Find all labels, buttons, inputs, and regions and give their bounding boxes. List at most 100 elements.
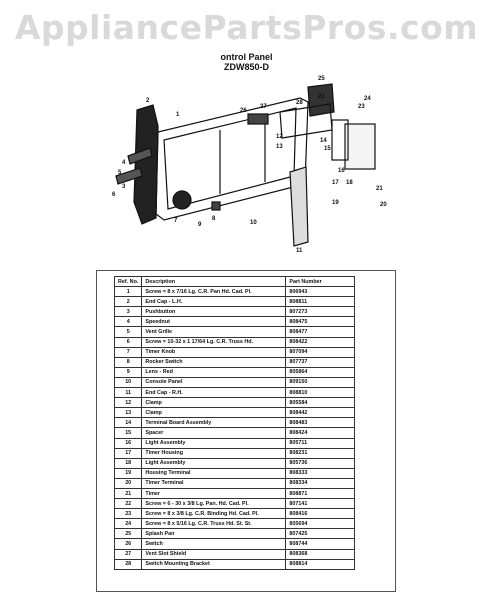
cell-part-number: 805694 (285, 518, 356, 530)
end-cap-right-shape (289, 166, 309, 247)
cell-ref-no: 1 (113, 286, 143, 298)
cell-description: Timer (141, 487, 287, 500)
cell-ref-no: 8 (113, 356, 143, 368)
cell-part-number: 808811 (285, 296, 356, 308)
cell-description: Screw = 8 x 7/16 Lg. C.R. Pan Hd. Cad. P… (141, 286, 287, 298)
callout-6: 6 (112, 192, 116, 198)
cell-part-number: 808744 (285, 538, 356, 550)
callout-12: 12 (276, 134, 283, 140)
end-cap-left-shape (133, 104, 159, 225)
cell-ref-no: 24 (113, 518, 143, 530)
cell-description: Pushbutton (141, 306, 287, 318)
cell-ref-no: 2 (113, 296, 143, 308)
cell-part-number: 808333 (285, 467, 356, 479)
cell-description: Vent Grille (141, 326, 287, 338)
cell-part-number: 808442 (285, 407, 356, 419)
cell-part-number: 807094 (285, 346, 356, 358)
cell-description: Screw = 8 x 5/16 Lg. C.R. Truss Hd. St. … (141, 518, 287, 530)
callout-13: 13 (276, 144, 283, 150)
cell-ref-no: 22 (113, 498, 143, 510)
cell-ref-no: 25 (113, 528, 143, 540)
page-title: ontrol Panel ZDW850-D (0, 52, 493, 72)
callout-19: 19 (332, 200, 339, 206)
cell-description: Splash Pan (141, 528, 287, 540)
callout-20: 20 (380, 202, 387, 208)
timer-knob-shape (172, 190, 192, 210)
switch-shape (247, 113, 269, 125)
cell-description: Rocker Switch (141, 356, 287, 368)
cell-ref-no: 13 (113, 407, 143, 419)
cell-ref-no: 28 (113, 558, 143, 570)
timer-shape (344, 123, 376, 170)
cell-ref-no: 16 (113, 437, 143, 449)
callout-24: 24 (364, 96, 371, 102)
cell-part-number: 808368 (285, 548, 356, 560)
vent-grille-shape (115, 167, 143, 185)
cell-ref-no: 7 (113, 346, 143, 358)
cell-description: Console Panel (141, 376, 287, 389)
cell-description: Switch (141, 538, 287, 550)
watermark: AppliancePartsPros.com (14, 8, 479, 47)
cell-part-number: 808475 (285, 316, 356, 328)
callout-5: 5 (118, 170, 122, 176)
callout-28: 28 (296, 100, 303, 106)
rocker-switch-shape (211, 201, 221, 211)
callout-14: 14 (320, 138, 327, 144)
splash-pan-shape (307, 83, 335, 117)
cell-part-number: 806943 (285, 286, 356, 298)
callout-10: 10 (250, 220, 257, 226)
cell-part-number: 808814 (285, 558, 356, 570)
cell-part-number: 808334 (285, 477, 356, 489)
cell-ref-no: 23 (113, 508, 143, 520)
cell-description: Terminal Board Assembly (141, 417, 287, 429)
cell-part-number: 808416 (285, 508, 356, 520)
cell-part-number: 808483 (285, 417, 356, 429)
cell-ref-no: 19 (113, 467, 143, 479)
cell-description: Lens - Red (141, 366, 287, 378)
cell-part-number: 807273 (285, 306, 356, 318)
cell-ref-no: 4 (113, 316, 143, 328)
callout-15: 15 (324, 146, 331, 152)
cell-ref-no: 14 (113, 417, 143, 429)
cell-description: Screw = 6 - 30 x 3/8 Lg. Pan. Hd. Cad. P… (141, 498, 287, 510)
cell-ref-no: 3 (113, 306, 143, 318)
cell-description: Light Assembly (141, 437, 287, 449)
cell-part-number: 808810 (285, 387, 356, 399)
callout-23: 23 (358, 104, 365, 110)
cell-ref-no: 27 (113, 548, 143, 560)
header-description: Description (141, 275, 287, 288)
cell-ref-no: 11 (113, 387, 143, 399)
callout-8: 8 (212, 216, 216, 222)
callout-25: 25 (318, 76, 325, 82)
cell-description: Clamp (141, 407, 287, 419)
cell-description: Screw = 8 x 3/8 Lg. C.R. Binding Hd. Cad… (141, 508, 287, 520)
cell-ref-no: 10 (113, 376, 143, 389)
callout-4: 4 (122, 160, 126, 166)
cell-ref-no: 6 (113, 336, 143, 348)
cell-description: Speednut (141, 316, 287, 328)
callout-7: 7 (174, 218, 178, 224)
cell-description: Clamp (141, 397, 287, 409)
cell-description: End Cap - R.H. (141, 387, 287, 399)
title-line-1: ontrol Panel (220, 52, 273, 62)
exploded-diagram: 2 1 4 5 3 6 7 8 9 10 11 12 13 14 15 16 1… (112, 76, 387, 254)
cell-part-number: 805711 (285, 437, 356, 449)
cell-part-number: 808477 (285, 326, 356, 338)
